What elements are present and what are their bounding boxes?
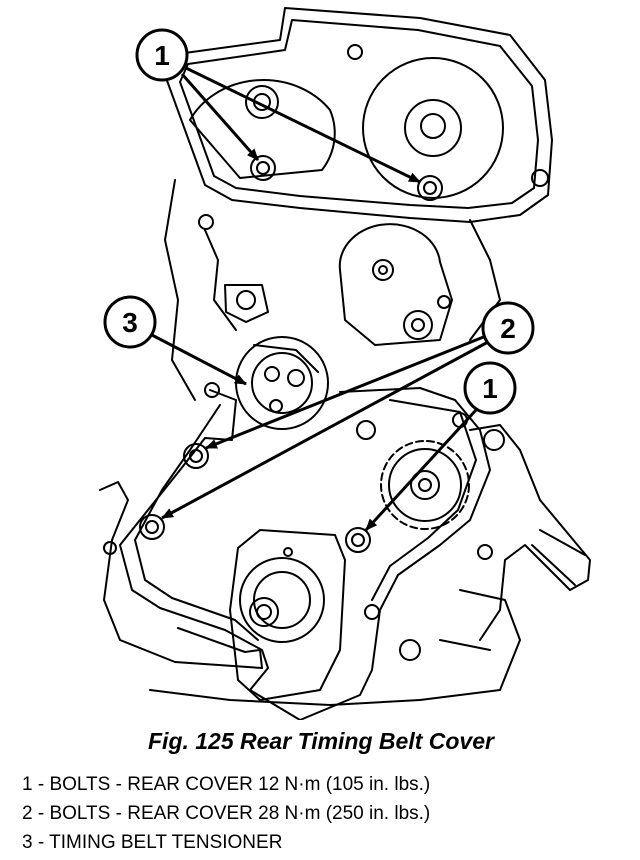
callout-label: 2 (500, 313, 516, 344)
legend: 1 - BOLTS - REAR COVER 12 N·m (105 in. l… (22, 770, 430, 857)
lower-left-bracket-edge (177, 627, 263, 669)
left-boss-hole (236, 290, 256, 310)
upper-cover-outline (164, 7, 553, 223)
tensioner-arm (253, 344, 319, 373)
lower-rear-cover-inner-lip (134, 404, 259, 641)
leader-arrow-2-to-lower-upper-bolt (205, 334, 487, 450)
coolant-outlet-pipe (531, 529, 586, 586)
lower-rear-cover-inner-lip (371, 399, 477, 601)
leader-arrow-1-to-lower-right-bolt (364, 408, 478, 532)
crankshaft-nose-inner (256, 604, 272, 620)
figure-caption: Fig. 125 Rear Timing Belt Cover (148, 728, 494, 754)
cover-hole (198, 214, 214, 230)
timing-belt-tensioner (235, 336, 329, 430)
tensioner-inner-ring (251, 352, 313, 414)
legend-item: 3 - TIMING BELT TENSIONER (22, 832, 283, 853)
engine-block-left-edge (164, 179, 196, 401)
water-pump-hub (410, 470, 440, 500)
block-hole (437, 295, 451, 309)
callout-circle (135, 28, 189, 82)
cover-bolt-lower-right (345, 527, 371, 553)
cover-bolt-lower-upper-head (189, 449, 203, 463)
callout-1-upper: 1 (135, 28, 189, 82)
cover-bolt-upper-left (250, 155, 276, 181)
cover-bolt-lower-left (139, 514, 165, 540)
cover-bolt-lower-left-head (145, 520, 159, 534)
leader-arrow-1-to-upper-right-bolt (185, 66, 421, 184)
water-pump-sprocket (380, 440, 470, 530)
callout-label: 3 (122, 307, 138, 338)
leader-arrow-3-to-tensioner (149, 332, 247, 386)
cover-hole (347, 44, 363, 60)
cover-bolt-lower-upper (183, 443, 209, 469)
water-pump-hub-inner (418, 478, 432, 492)
oil-pan-rail (149, 689, 501, 706)
cover-hole (399, 639, 421, 661)
callout-label: 1 (154, 40, 170, 71)
crank-sprocket (239, 557, 325, 643)
left-cam-hub (245, 85, 279, 119)
left-cam-sprocket (189, 79, 336, 179)
idler-bolt-head (411, 318, 425, 332)
legend-item: 2 - BOLTS - REAR COVER 28 N·m (250 in. l… (22, 803, 431, 824)
callout-circle (103, 295, 157, 349)
callout-circle (463, 361, 517, 415)
water-pump-sprocket-ring (388, 448, 462, 522)
rear-timing-belt-cover-diagram: 1 3 2 1 (99, 7, 591, 720)
right-cam-hub (420, 113, 446, 139)
cover-bolt-lower-right-head (351, 533, 365, 547)
crank-sprocket-inner (253, 571, 311, 629)
cover-hole (356, 420, 376, 440)
leader-arrow-1-to-upper-left-bolt (180, 73, 260, 161)
engine-block-rib (204, 229, 237, 331)
oil-pump-hole (283, 547, 293, 557)
lower-rear-cover-outline (119, 387, 491, 720)
oil-pump-housing (229, 529, 346, 701)
cover-hole (477, 544, 493, 560)
tensioner-bolt (287, 369, 305, 387)
callout-label: 1 (482, 373, 498, 404)
idler-pulley-housing (338, 223, 453, 346)
legend-item: 1 - BOLTS - REAR COVER 12 N·m (105 in. l… (22, 774, 431, 795)
callout-2: 2 (481, 301, 535, 355)
idler-bolt (403, 310, 433, 340)
cover-hole (204, 382, 220, 398)
cover-bolt-upper-right-head (423, 181, 437, 195)
idler-pulley-hub (372, 259, 394, 281)
right-block-detail (439, 589, 521, 691)
callout-1-lower: 1 (463, 361, 517, 415)
leader-arrows (149, 66, 489, 532)
cover-bolt-upper-right (417, 175, 443, 201)
lower-left-bracket (99, 481, 263, 669)
right-cam-sprocket (362, 57, 504, 199)
callout-circle (481, 301, 535, 355)
idler-pulley-hub-inner (378, 265, 388, 275)
water-pump-bolt (483, 429, 505, 451)
leader-arrow-2-to-lower-left-bolt (161, 340, 489, 520)
upper-cover-inner-lip (179, 19, 539, 209)
engine-line-art (99, 7, 591, 720)
tensioner-pivot (264, 366, 280, 382)
crankshaft-nose (249, 597, 279, 627)
water-pump-housing (469, 424, 591, 641)
cover-hole (531, 169, 549, 187)
tensioner-bolt (269, 399, 283, 413)
cover-bolt-upper-left-head (256, 161, 270, 175)
callout-3: 3 (103, 295, 157, 349)
right-cam-sprocket-inner (404, 99, 462, 157)
left-boss (224, 284, 269, 323)
cover-hole (364, 604, 380, 620)
